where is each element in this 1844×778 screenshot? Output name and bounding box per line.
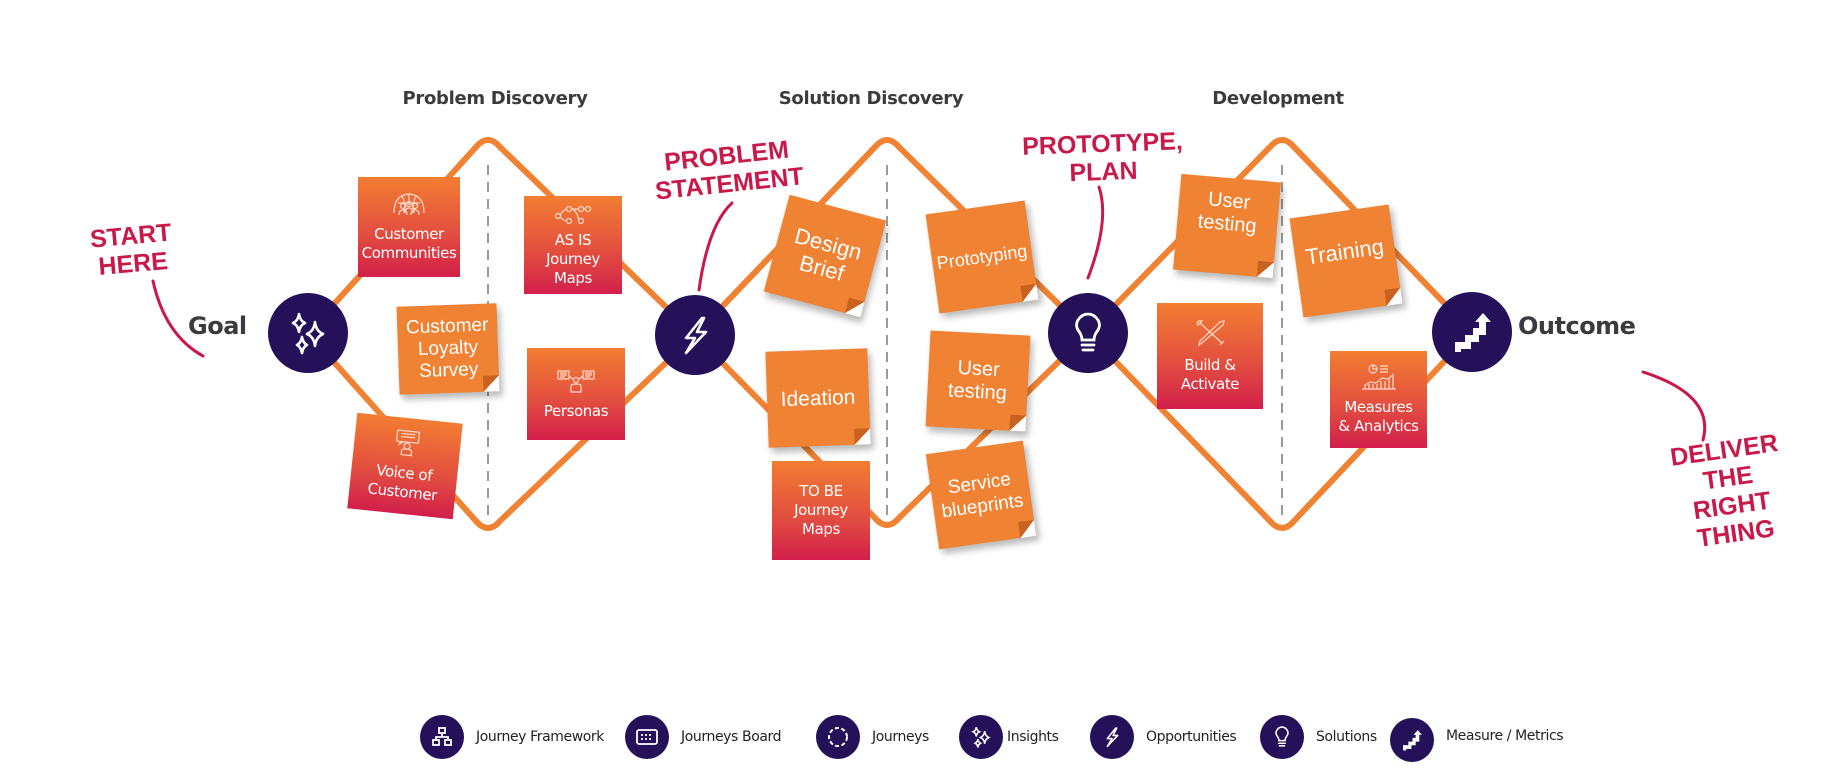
card-label: Ideation — [780, 385, 856, 411]
sticky-fold-corner — [1020, 283, 1039, 302]
start-pointer-curve — [151, 279, 205, 358]
sticky-fold-corner — [482, 375, 500, 392]
legend-label: Solutions — [1316, 729, 1377, 745]
outcome-label: Outcome — [1518, 312, 1636, 340]
phase-title-development: Development — [1212, 88, 1344, 109]
card-voice-of-customer[interactable]: Voice of Customer — [347, 412, 463, 520]
card-label: AS IS Journey Maps — [546, 230, 600, 287]
opportunity-node — [655, 295, 735, 375]
dashed-circle-icon — [828, 727, 848, 747]
deliver-pointer-curve — [1641, 370, 1707, 442]
card-label: Measures & Analytics — [1338, 397, 1419, 435]
legend-item-journeys: Journeys — [816, 715, 929, 759]
legend-dot — [816, 715, 860, 759]
legend-label: Journeys — [872, 729, 929, 745]
legend-dot — [1260, 715, 1304, 759]
legend-label: Insights — [1007, 729, 1059, 745]
card-label: User testing — [947, 356, 1008, 405]
solution-node — [1048, 293, 1128, 373]
stairs-arrow-icon — [1455, 313, 1491, 352]
card-build-activate[interactable]: Build & Activate — [1157, 303, 1263, 409]
card-personas[interactable]: Personas — [527, 348, 625, 440]
card-label: Training — [1303, 233, 1386, 269]
board-icon — [636, 729, 658, 745]
card-measures-analytics[interactable]: Measures & Analytics — [1330, 351, 1427, 448]
speech-person-icon — [396, 429, 421, 457]
deliver-right-thing-annotation: DELIVER THE RIGHT THING — [1668, 429, 1780, 553]
sticky-fold-corner — [854, 428, 871, 445]
persona-documents-icon — [557, 369, 595, 393]
sticky-fold-corner — [1384, 287, 1403, 306]
card-customer-loyalty-survey[interactable]: Customer Loyalty Survey — [396, 303, 500, 395]
card-label: Design Brief — [791, 222, 865, 286]
lightbulb-icon — [1075, 312, 1101, 352]
prototype-pointer-curve — [1086, 185, 1105, 280]
phase-title-solution-discovery: Solution Discovery — [778, 88, 964, 109]
card-to-be-journey-maps[interactable]: TO BE Journey Maps — [772, 461, 870, 560]
sticky-fold-corner — [1009, 414, 1027, 432]
card-label: User testing — [1196, 188, 1258, 238]
legend-dot — [1090, 715, 1134, 759]
outcome-node — [1432, 292, 1512, 372]
hierarchy-icon — [432, 727, 452, 746]
card-service-blueprints[interactable]: Service blueprints — [925, 440, 1037, 550]
globe-people-icon — [393, 193, 425, 216]
card-label: Build & Activate — [1180, 356, 1240, 393]
phase-title-problem-discovery: Problem Discovery — [402, 88, 588, 109]
legend-dot — [959, 715, 1003, 759]
sparkles-icon — [971, 726, 991, 748]
card-user-testing-solution[interactable]: User testing — [925, 330, 1031, 432]
lightbulb-icon — [1275, 726, 1289, 747]
lightning-icon — [684, 316, 708, 355]
legend-item-insights: Insights — [959, 715, 1059, 759]
lightning-icon — [1106, 727, 1119, 748]
branching-nodes-icon — [554, 205, 592, 224]
card-label: Personas — [543, 401, 609, 420]
card-customer-communities[interactable]: Customer Communities — [358, 177, 460, 277]
development-diamond — [1085, 137, 1475, 531]
analytics-chart-icon — [1361, 363, 1396, 390]
legend-dot — [1390, 718, 1434, 762]
card-as-is-journey-maps[interactable]: AS IS Journey Maps — [524, 196, 622, 294]
goal-label: Goal — [188, 312, 247, 340]
card-label: Voice of Customer — [366, 461, 438, 505]
solution-diamond — [692, 137, 1091, 528]
legend-item-opportunities: Opportunities — [1090, 715, 1237, 759]
legend-item-journeys-board: Journeys Board — [625, 715, 782, 759]
card-label: Customer Communities — [361, 225, 457, 262]
prototype-plan-annotation: PROTOTYPE, PLAN — [1021, 127, 1184, 188]
legend-dot — [625, 715, 669, 759]
legend-item-solutions: Solutions — [1260, 715, 1377, 759]
card-user-testing-development[interactable]: User testing — [1173, 173, 1281, 279]
sparkles-icon — [291, 312, 325, 355]
tools-icon — [1196, 320, 1225, 347]
sticky-fold-corner — [1018, 519, 1037, 538]
card-training[interactable]: Training — [1289, 204, 1403, 318]
legend-label: Journey Framework — [476, 729, 604, 745]
card-label: Prototyping — [935, 240, 1029, 273]
card-label: Service blueprints — [940, 468, 1025, 523]
card-ideation[interactable]: Ideation — [765, 348, 871, 448]
legend-label: Measure / Metrics — [1446, 728, 1564, 744]
goal-node — [268, 293, 348, 373]
legend-label: Opportunities — [1146, 729, 1237, 745]
legend-dot — [420, 715, 464, 759]
sticky-fold-corner — [1256, 260, 1275, 279]
stairs-arrow-icon — [1403, 730, 1422, 751]
legend-label: Journeys Board — [681, 729, 782, 745]
card-label: Customer Loyalty Survey — [405, 314, 489, 383]
legend-item-measure-metrics: Measure / Metrics — [1390, 718, 1564, 762]
card-label: TO BE Journey Maps — [794, 482, 848, 538]
legend-item-journey-framework: Journey Framework — [420, 715, 604, 759]
problem-pointer-curve — [697, 201, 734, 292]
start-here-annotation: START HERE — [88, 218, 173, 281]
card-prototyping[interactable]: Prototyping — [925, 200, 1039, 314]
